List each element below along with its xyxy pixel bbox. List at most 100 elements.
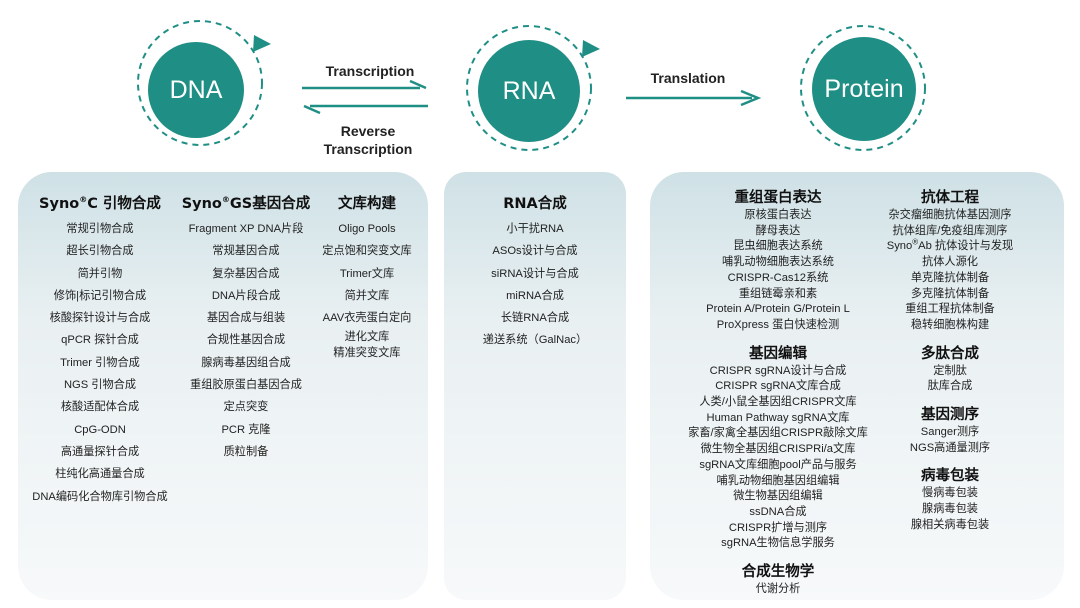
recombinant-expression-title: 重组蛋白表达 [734, 190, 822, 206]
gene-editing-group: 基因编辑 CRISPR sgRNA设计与合成 CRISPR sgRNA文库合成 … [660, 344, 896, 552]
list-item: ssDNA合成 [749, 505, 807, 518]
list-item: 超长引物合成 [66, 245, 134, 258]
syno-ab-post: Ab 抗体设计与发现 [918, 240, 1014, 253]
list-item: miRNA合成 [506, 289, 564, 302]
antibody-engineering-title: 抗体工程 [921, 190, 979, 206]
translation-label: Translation [628, 69, 748, 87]
list-item: 简并文库 [344, 289, 390, 302]
rna-ring-dashes [466, 25, 592, 151]
rna-services-panel [444, 172, 626, 600]
list-item: 家畜/家禽全基因组CRISPR敲除文库 [688, 427, 868, 440]
dna-node-label: DNA [169, 75, 223, 104]
list-item: CRISPR扩增与测序 [728, 521, 828, 534]
reverse-transcription-line2: Transcription [323, 141, 413, 157]
gene-editing-title: 基因编辑 [749, 345, 807, 362]
list-item: 原核蛋白表达 [744, 209, 812, 221]
list-item: sgRNA文库细胞pool产品与服务 [699, 458, 857, 471]
list-item: 稳转细胞株构建 [910, 318, 990, 331]
list-item: 腺病毒包装 [922, 503, 978, 516]
list-item: 哺乳动物细胞基因组编辑 [716, 474, 840, 487]
list-item: NGS 引物合成 [63, 379, 137, 392]
gene-title-sup: ® [221, 195, 230, 205]
primer-title-post: C 引物合成 [87, 196, 161, 212]
rna-synthesis-title: RNA合成 [503, 196, 567, 212]
recombinant-expression-group: 重组蛋白表达 原核蛋白表达 酵母表达 昆虫细胞表达系统 哺乳动物细胞表达系统 C… [660, 188, 896, 334]
protein-ring [800, 25, 926, 151]
list-item: 多克隆抗体制备 [910, 287, 990, 300]
list-item: 长链RNA合成 [500, 312, 570, 325]
list-item: 抗体组库/免疫组库测序 [892, 224, 1008, 237]
list-item: 常规引物合成 [66, 223, 134, 235]
list-item: 高通量探针合成 [60, 445, 140, 458]
reverse-transcription-arrow [303, 104, 428, 115]
protein-ring-dashes [800, 25, 926, 151]
primer-synthesis-column: Syno®C 引物合成 常规引物合成 超长引物合成 简并引物 修饰|标记引物合成… [22, 194, 178, 508]
reverse-transcription-label: Reverse Transcription [308, 122, 428, 158]
list-item: Sanger测序 [920, 426, 980, 439]
list-item: CRISPR-Cas12系统 [727, 271, 829, 284]
primer-synthesis-title: Syno®C 引物合成 [22, 194, 178, 214]
syno-ab-sup: ® [912, 237, 919, 247]
reverse-transcription-line1: Reverse [340, 123, 396, 139]
list-item: DNA编码化合物库引物合成 [32, 490, 168, 503]
list-item: Fragment XP DNA片段 [188, 223, 304, 235]
list-item: 定点突变 [223, 401, 269, 414]
peptide-synthesis-group: 多肽合成 定制肽 肽库合成 [870, 344, 1030, 395]
gene-synthesis-title: Syno®GS基因合成 [178, 194, 314, 214]
dna-node: DNA [148, 42, 244, 138]
virus-packaging-title: 病毒包装 [921, 468, 979, 485]
list-item: Trimer文库 [339, 267, 395, 280]
synthetic-biology-title: 合成生物学 [741, 564, 815, 581]
list-item: 复杂基因合成 [212, 267, 280, 280]
rna-ring-arrowhead [582, 40, 600, 57]
list-item: sgRNA生物信息学服务 [721, 537, 835, 550]
list-item: 抗体人源化 [922, 256, 978, 269]
translation-label-text: Translation [650, 70, 726, 86]
transcription-arrow [302, 79, 427, 90]
list-item: 腺病毒基因组合成 [201, 356, 291, 369]
rna-node: RNA [478, 40, 580, 142]
list-item: Syno®Ab 抗体设计与发现 [870, 237, 1030, 255]
antibody-engineering-group: 抗体工程 杂交瘤细胞抗体基因测序 抗体组库/免疫组库测序 Syno®Ab 抗体设… [870, 188, 1030, 334]
list-item: 微生物基因组编辑 [733, 490, 823, 503]
list-item: 递送系统（GalNac） [482, 334, 588, 347]
list-item: 核酸探针设计与合成 [49, 312, 151, 325]
rna-ring [466, 25, 600, 151]
list-item: 单克隆抗体制备 [910, 271, 990, 284]
list-item: qPCR 探针合成 [61, 334, 139, 347]
list-item: 精准突变文库 [333, 347, 401, 360]
list-item: 基因合成与组装 [206, 312, 286, 325]
list-item: 腺相关病毒包装 [910, 518, 990, 531]
list-item: 合规性基因合成 [206, 334, 286, 347]
protein-right-column: 抗体工程 杂交瘤细胞抗体基因测序 抗体组库/免疫组库测序 Syno®Ab 抗体设… [870, 188, 1030, 544]
list-item: Human Pathway sgRNA文库 [706, 411, 850, 424]
list-item: 柱纯化高通量合成 [55, 468, 145, 481]
list-item: 修饰|标记引物合成 [53, 289, 147, 302]
library-construction-column: 文库构建 Oligo Pools 定点饱和突变文库 Trimer文库 简并文库 … [312, 194, 422, 361]
protein-node-label: Protein [824, 74, 904, 103]
list-item: DNA片段合成 [211, 289, 281, 302]
list-item: 重组工程抗体制备 [905, 303, 995, 316]
transcription-label-text: Transcription [325, 63, 415, 79]
list-item: 人类/小鼠全基因组CRISPR文库 [699, 396, 857, 409]
list-item: AAV衣壳蛋白定向 [322, 312, 412, 325]
list-item: Oligo Pools [338, 223, 396, 235]
list-item: Trimer 引物合成 [60, 356, 140, 369]
gene-title-pre: Syno [181, 196, 222, 212]
dna-ring-dashes [137, 20, 263, 146]
dna-services-panel [18, 172, 428, 600]
list-item: 哺乳动物细胞表达系统 [722, 256, 834, 269]
protein-left-column: 重组蛋白表达 原核蛋白表达 酵母表达 昆虫细胞表达系统 哺乳动物细胞表达系统 C… [660, 188, 896, 608]
list-item: Protein A/Protein G/Protein L [706, 303, 850, 316]
list-item: PCR 克隆 [221, 423, 271, 436]
synthetic-biology-group: 合成生物学 代谢分析 [660, 562, 896, 598]
gene-synthesis-column: Syno®GS基因合成 Fragment XP DNA片段 常规基因合成 复杂基… [178, 194, 314, 463]
list-item: 酵母表达 [755, 224, 801, 237]
syno-ab-pre: Syno [886, 240, 913, 253]
primer-title-pre: Syno [39, 196, 80, 212]
gene-sequencing-title: 基因测序 [921, 407, 979, 424]
primer-title-sup: ® [79, 195, 88, 205]
list-item: CRISPR sgRNA文库合成 [715, 380, 841, 393]
list-item: 核酸适配体合成 [60, 401, 140, 414]
transcription-label: Transcription [310, 62, 430, 80]
